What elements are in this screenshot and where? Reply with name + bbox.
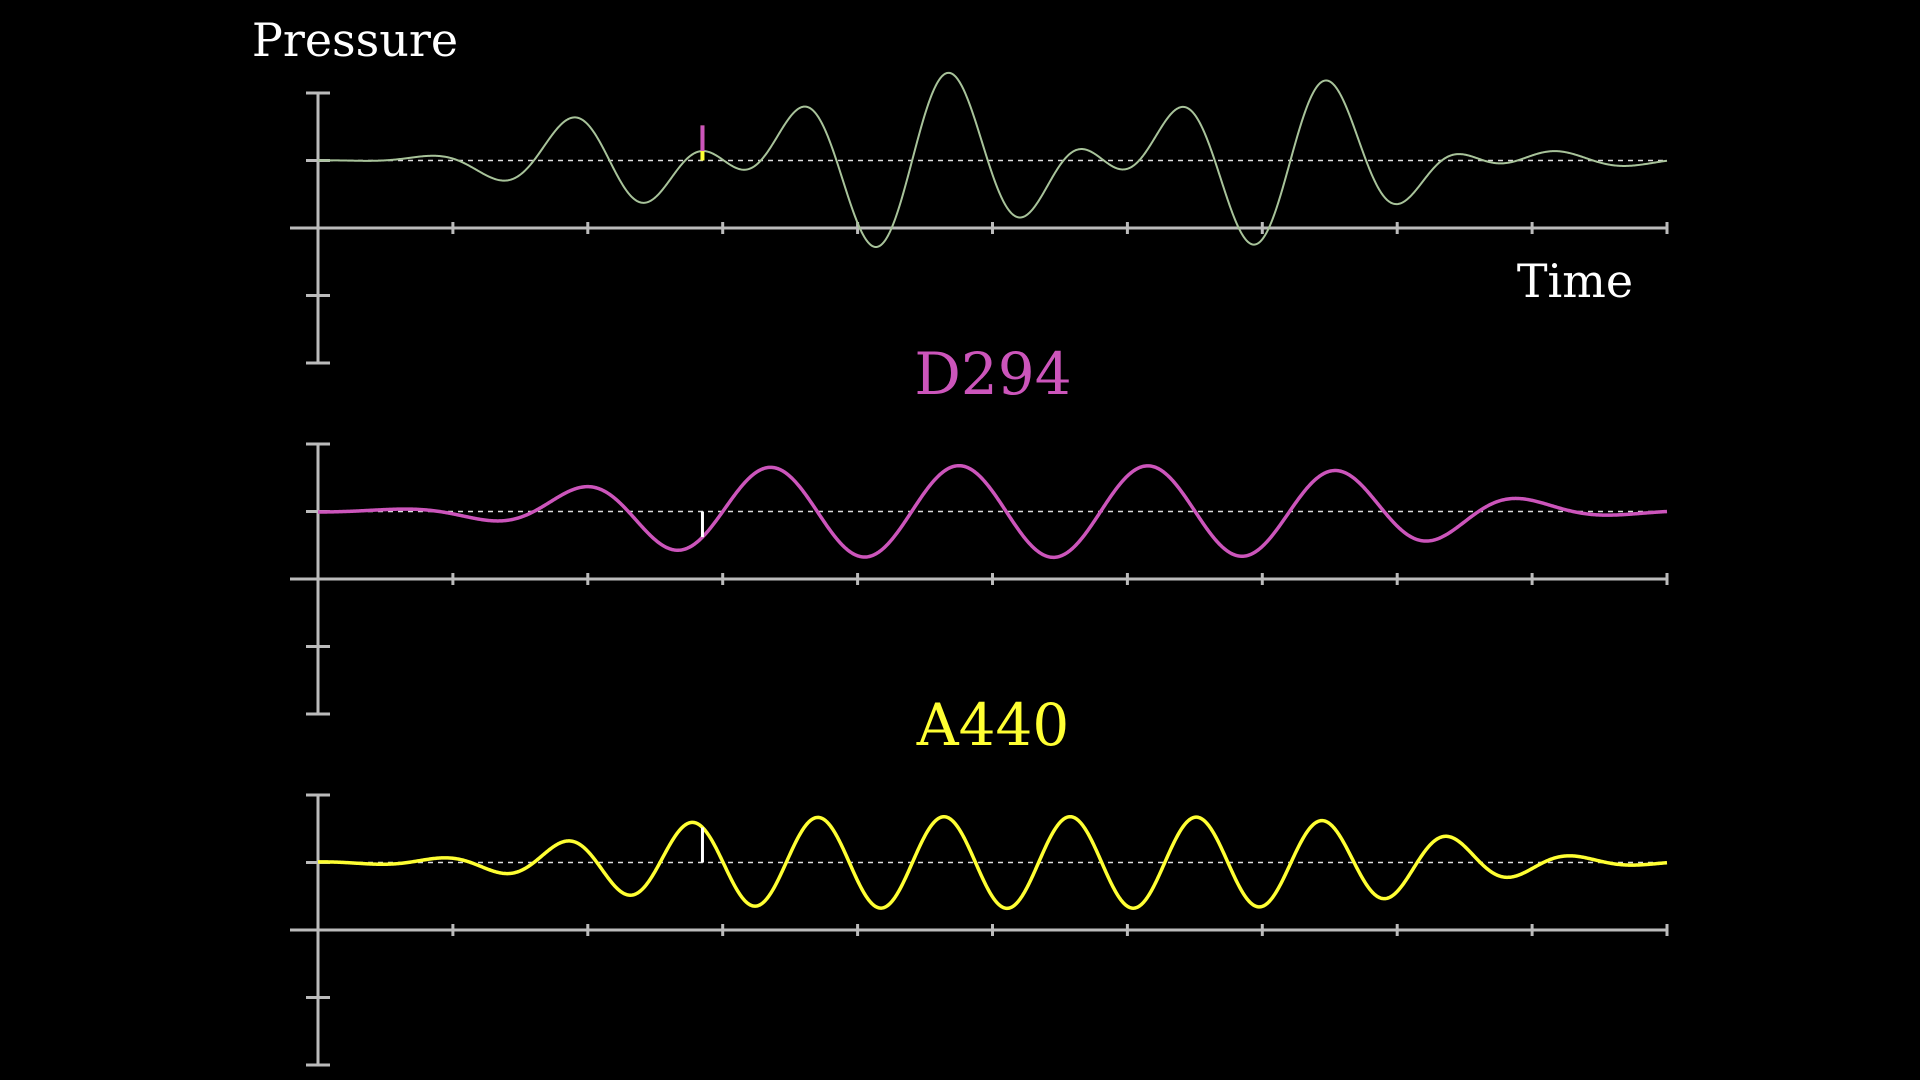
a440-title: A440 <box>916 691 1070 759</box>
x-axis-label: Time <box>1517 254 1633 308</box>
a440-wave-line <box>317 814 1668 911</box>
d294-title: D294 <box>914 340 1071 408</box>
sum-wave-line <box>317 71 1668 249</box>
y-axis-label: Pressure <box>252 13 458 67</box>
d294-wave-line <box>317 463 1668 560</box>
d294-wave-panel: D294 <box>290 340 1669 716</box>
sum-wave-panel: Pressure Time <box>252 13 1669 365</box>
a440-wave-panel: A440 <box>290 691 1669 1067</box>
